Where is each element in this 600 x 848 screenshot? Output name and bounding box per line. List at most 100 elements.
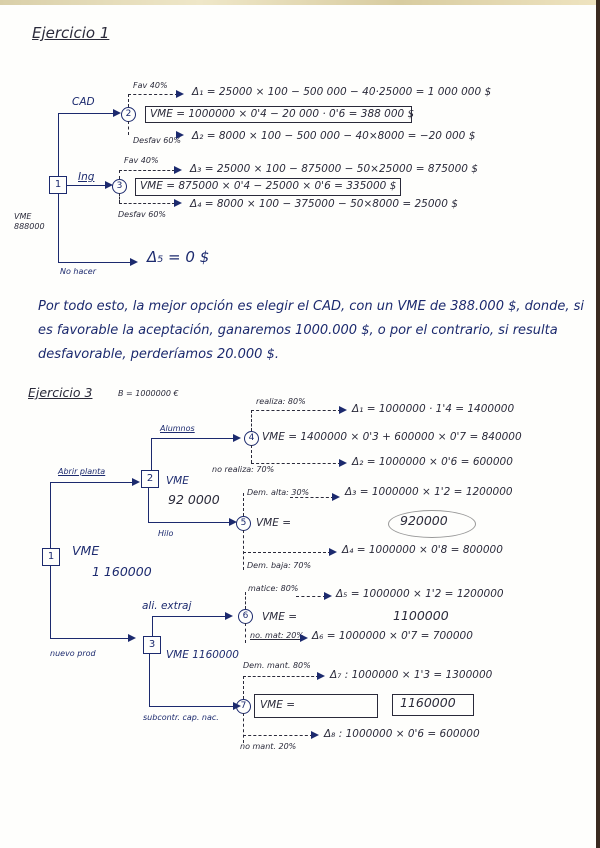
ex3-branch-hilo: Hilo (158, 529, 174, 538)
ex3-node6-no-mat: no. mat: 20% (250, 631, 304, 640)
ex3-ali-arrow-icon (225, 612, 233, 620)
ex1-branch-no-hacer: No hacer (60, 267, 97, 276)
ex3-node6-matice-arrow-icon (324, 592, 332, 600)
ex3-node5-dem-alta-dash (290, 497, 334, 498)
ex3-branch-abrir-planta: Abrir planta (58, 467, 106, 476)
ex3-node4-no-realiza-dash (251, 463, 341, 464)
ex3-branch-alumnos: Alumnos (160, 424, 195, 433)
ex3-chance-node-7: 7 (236, 699, 251, 714)
ex3-node1-vme-label: VME (72, 543, 100, 558)
ex3-branch-ali-extraj: ali. extraj (142, 600, 192, 612)
ex3-node6-dash-up (245, 592, 246, 609)
ex3-delta3: Δ₃ = 1000000 × 1'2 = 1200000 (345, 486, 513, 498)
ex3-chance-node-6: 6 (238, 609, 253, 624)
ex1-node3-fav-arrow-icon (174, 166, 182, 174)
ex1-trunk-bottom (58, 194, 60, 262)
ex3-node7-vme-label: VME = (260, 699, 296, 711)
ex1-node2-desfav-arrow-icon (176, 131, 184, 139)
ex1-no-hacer-line (58, 262, 132, 264)
ex1-node3-desfav-dash (119, 203, 175, 204)
ex3-node1-vme: 1 160000 (92, 564, 152, 579)
ex3-node7-dash-down (243, 713, 244, 743)
ex3-node7-vme: 1160000 (400, 695, 456, 710)
ex1-branch-ing: Ing (78, 171, 95, 183)
ex3-node4-realiza: realiza: 80% (256, 397, 306, 406)
ex3-node6-vme: 1100000 (393, 608, 449, 623)
ex1-node3-vme: VME = 875000 × 0'4 − 25000 × 0'6 = 33500… (140, 180, 397, 192)
exercise3-title: Ejercicio 3 (28, 385, 93, 400)
ex1-node3-desfav-prob: Desfav 60% (118, 210, 167, 219)
ex3-node5-vme: 920000 (400, 513, 448, 528)
ex3-node5-dem-baja-dash (243, 552, 331, 553)
ex1-node2-fav-arrow-icon (176, 90, 184, 98)
ex1-node3-vme-box (135, 178, 401, 196)
ex3-delta7: Δ₇ : 1000000 × 1'3 = 1300000 (330, 669, 493, 681)
ex1-conclusion: Por todo esto, la mejor opción es elegir… (38, 299, 584, 362)
ex3-subcontr-down (149, 654, 151, 706)
ex1-delta4: Δ₄ = 8000 × 100 − 375000 − 50×8000 = 250… (190, 198, 458, 210)
ex1-node3-fav-prob: Fav 40% (124, 156, 159, 165)
ex1-branch-cad: CAD (72, 96, 95, 108)
ex3-hilo-down (148, 488, 150, 522)
ex3-budget-note: B = 1000000 € (118, 389, 179, 398)
ex3-node3-vme: VME 1160000 (166, 649, 239, 661)
ex3-node4-no-realiza-arrow-icon (339, 459, 347, 467)
ex3-node5-vme-label: VME = (256, 517, 292, 529)
ex3-node7-no-mant-dash (243, 735, 313, 736)
ex3-node5-dem-alta: Dem. alta: 30% (247, 488, 310, 497)
ex1-node1-vme-note: VME 888000 (14, 212, 45, 231)
ex3-hilo-line (148, 522, 231, 524)
ex1-delta3: Δ₃ = 25000 × 100 − 875000 − 50×25000 = 8… (190, 163, 478, 175)
ex1-node3-fav-dash (119, 170, 175, 171)
ex3-ali-line (152, 616, 227, 618)
ex3-node7-dem-mant: Dem. mant. 80% (243, 661, 311, 670)
ex3-delta8: Δ₈ : 1000000 × 0'6 = 600000 (324, 728, 480, 740)
ex1-delta5: Δ₅ = 0 $ (147, 248, 210, 266)
ex3-node6-dash-down (245, 623, 246, 643)
ex3-node5-dash-down (243, 530, 244, 570)
ex1-node2-fav-dash (128, 94, 178, 95)
ex1-node3-dash-up (119, 170, 120, 179)
ex3-node6-matice-dash (296, 596, 326, 597)
ex3-node4-vme: VME = 1400000 × 0'3 + 600000 × 0'7 = 840… (262, 431, 522, 443)
ex1-delta2: Δ₂ = 8000 × 100 − 500 000 − 40×8000 = −2… (192, 130, 476, 142)
ex1-delta1: Δ₁ = 25000 × 100 − 500 000 − 40·25000 = … (192, 86, 492, 98)
ex1-ing-line (67, 185, 107, 187)
ex3-node4-realiza-arrow-icon (339, 406, 347, 414)
ex1-node2-desfav-prob: Desfav 60% (133, 136, 182, 145)
ex3-trunk-bottom (50, 566, 52, 638)
ex3-delta5: Δ₅ = 1000000 × 1'2 = 1200000 (336, 588, 504, 600)
ex1-no-hacer-arrow-icon (130, 258, 138, 266)
ex3-node7-no-mant: no mant. 20% (240, 742, 297, 751)
ex3-node2-vme-label: VME (166, 475, 189, 487)
ex3-abrir-arrow-icon (132, 478, 140, 486)
ex1-cad-arrow-icon (113, 109, 121, 117)
ex3-subcontr-line (149, 706, 235, 708)
ex3-node2-vme: 92 0000 (168, 492, 220, 507)
ex1-node2-fav-prob: Fav 40% (133, 81, 168, 90)
ex3-node4-dash-down (251, 445, 252, 463)
ex3-node7-dem-mant-arrow-icon (317, 672, 325, 680)
ex3-node7-dem-mant-dash (243, 676, 319, 677)
ex3-nuevo-arrow-icon (128, 634, 136, 642)
ex3-node7-vme-result-box (392, 694, 474, 716)
ex3-delta6: Δ₆ = 1000000 × 0'7 = 700000 (312, 630, 473, 642)
ex3-delta1: Δ₁ = 1000000 · 1'4 = 1400000 (352, 403, 515, 415)
ex1-ing-arrow-icon (105, 181, 113, 189)
ex3-alumnos-line (151, 438, 235, 440)
ex1-node2-vme: VME = 1000000 × 0'4 − 20 000 · 0'6 = 388… (150, 108, 415, 120)
ex3-branch-nuevo-prod: nuevo prod (50, 649, 96, 658)
ex1-decision-node-1: 1 (49, 176, 67, 194)
ex3-node4-realiza-dash (251, 410, 341, 411)
ex3-node7-dash-up (243, 676, 244, 699)
ex3-delta2: Δ₂ = 1000000 × 0'6 = 600000 (352, 456, 513, 468)
ex3-nuevo-line (50, 638, 130, 640)
ex3-decision-node-2: 2 (141, 470, 159, 488)
ex1-node2-dash-down (128, 121, 129, 135)
ex3-node6-matice: matice: 80% (248, 584, 299, 593)
ex3-node5-vme-circle (388, 510, 476, 538)
ex3-alumnos-up (151, 438, 153, 470)
ex3-hilo-arrow-icon (229, 518, 237, 526)
ex3-node5-dem-baja: Dem. baja: 70% (247, 561, 312, 570)
